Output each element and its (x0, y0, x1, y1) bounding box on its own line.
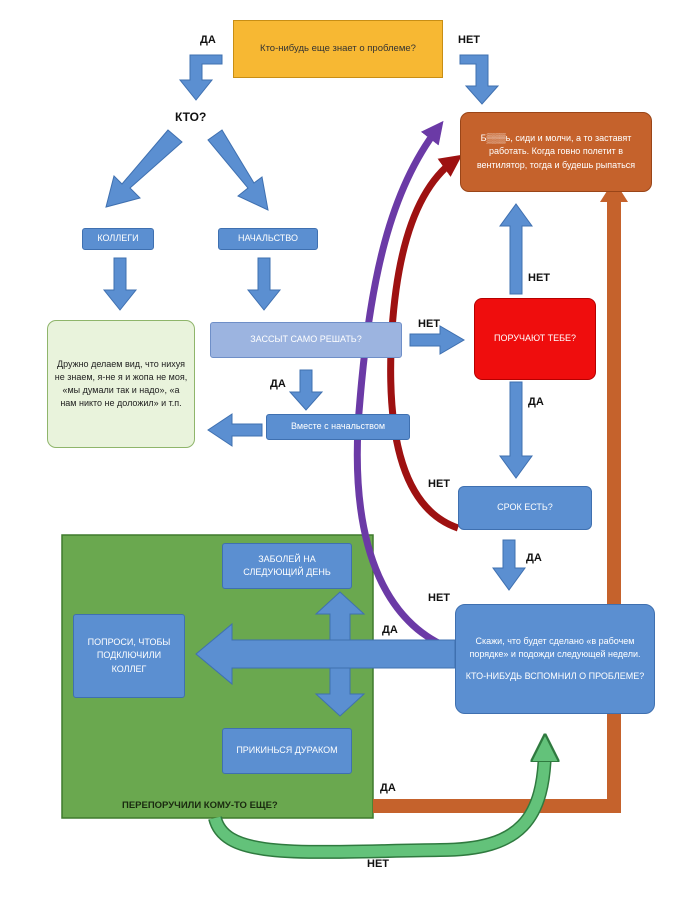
deadline-box: СРОК ЕСТЬ? (458, 486, 592, 530)
arrow-deadline-promise (492, 539, 526, 591)
arrow-start-yes (178, 54, 223, 101)
start-question-box: Кто-нибудь еще знает о проблеме? (233, 20, 443, 78)
label-yes-start: ДА (200, 34, 216, 46)
sit-quiet-box: Б▒▒▒ь, сиди и молчи, а то заставят работ… (460, 112, 652, 192)
arrow-options-sick (314, 591, 366, 641)
assigned-box: ПОРУЧАЮТ ТЕБЕ? (474, 298, 596, 380)
fool-box: ПРИКИНЬСЯ ДУРАКОМ (222, 728, 352, 774)
colleagues-box: КОЛЛЕГИ (82, 228, 154, 250)
label-yes-reassigned: ДА (380, 782, 396, 794)
arrow-management-afraid (246, 257, 282, 311)
label-no-afraid: НЕТ (418, 318, 440, 330)
label-no-deadline: НЕТ (428, 478, 450, 490)
start-question-text: Кто-нибудь еще знает о проблеме? (260, 43, 416, 55)
afraid-box: ЗАССЫТ САМО РЕШАТЬ? (210, 322, 402, 358)
arrow-who-colleagues (105, 129, 183, 208)
arrow-start-no (459, 54, 500, 105)
brown-arrow-to-result (373, 200, 621, 813)
arrow-together-pretend (207, 413, 263, 447)
arrow-colleagues-pretend (102, 257, 138, 311)
arrow-promise-options (195, 622, 456, 686)
label-no-promise: НЕТ (428, 592, 450, 604)
label-yes-assigned: ДА (528, 396, 544, 408)
pretend-box: Дружно делаем вид, что нихуя не знаем, я… (47, 320, 195, 448)
reassigned-question: ПЕРЕПОРУЧИЛИ КОМУ-ТО ЕЩЕ? (122, 800, 278, 811)
purple-arrow (353, 120, 457, 654)
remembered-question: КТО-НИБУДЬ ВСПОМНИЛ О ПРОБЛЕМЕ? (465, 670, 645, 681)
management-box: НАЧАЛЬСТВО (218, 228, 318, 250)
arrow-assigned-result (499, 203, 533, 295)
label-no-assigned: НЕТ (528, 272, 550, 284)
arrow-who-management (207, 129, 269, 211)
label-yes-afraid: ДА (270, 378, 286, 390)
promise-box: Скажи, что будет сделано «в рабочем поря… (455, 604, 655, 714)
arrow-afraid-together (288, 369, 324, 411)
label-yes-promise: ДА (382, 624, 398, 636)
label-no-reassigned: НЕТ (367, 858, 389, 870)
label-yes-deadline: ДА (526, 552, 542, 564)
together-box: Вместе с начальством (266, 414, 410, 440)
sick-box: ЗАБОЛЕЙ НА СЛЕДУЮЩИЙ ДЕНЬ (222, 543, 352, 589)
arrow-assigned-deadline (499, 381, 533, 479)
arrow-afraid-assigned (409, 325, 465, 355)
arrow-options-fool (314, 667, 366, 717)
who-label: КТО? (175, 110, 207, 124)
ask-box: ПОПРОСИ, ЧТОБЫ ПОДКЛЮЧИЛИ КОЛЛЕГ (73, 614, 185, 698)
label-no-start: НЕТ (458, 34, 480, 46)
